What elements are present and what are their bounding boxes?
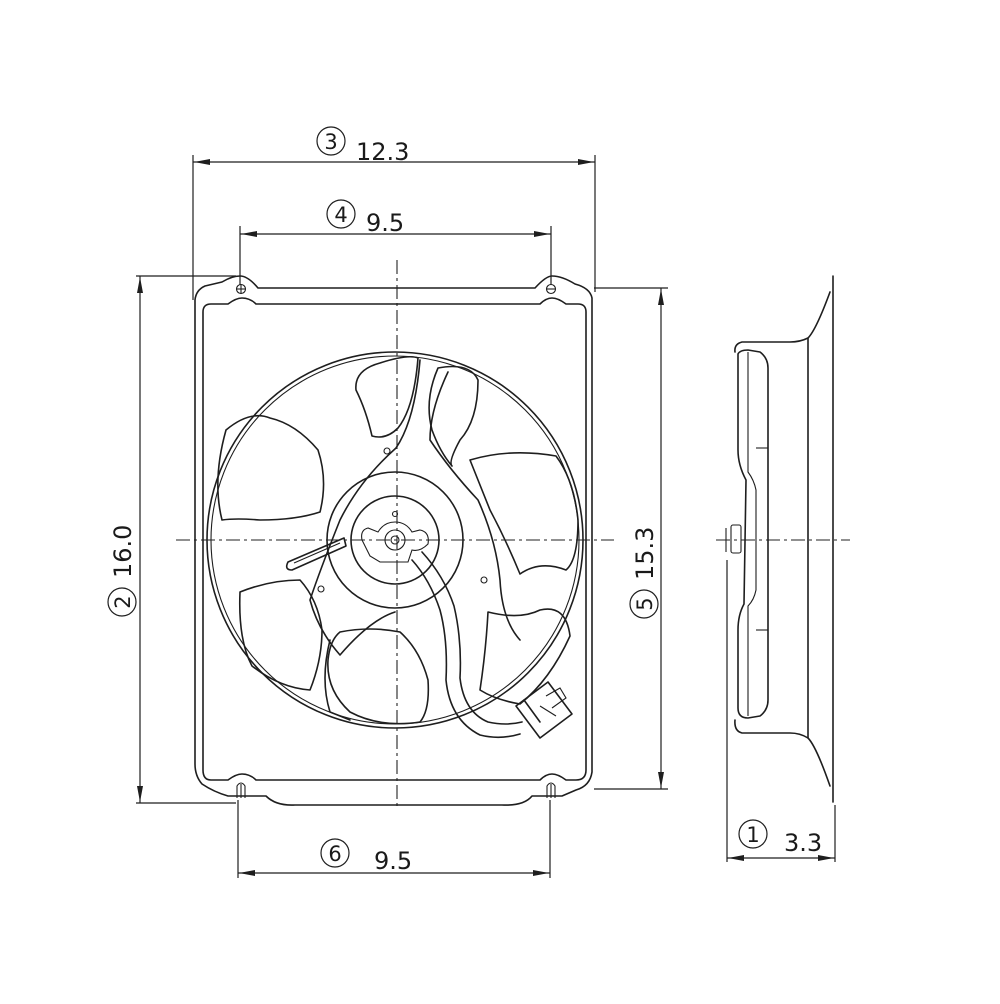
spider-screw-hole-top bbox=[383, 447, 391, 455]
fan-blades bbox=[217, 356, 579, 725]
dimension-label-3: 3 12.3 bbox=[316, 126, 409, 166]
wire-clip bbox=[285, 537, 347, 571]
spider-screw-hole-left bbox=[317, 585, 325, 593]
mounting-hole-top-right bbox=[545, 283, 557, 295]
dimension-3-number: 3 bbox=[324, 130, 337, 154]
dimension-label-6: 6 9.5 bbox=[320, 838, 412, 875]
dimension-4 bbox=[240, 231, 551, 237]
wire-harness bbox=[411, 559, 521, 739]
shroud-inner-frame bbox=[202, 297, 587, 781]
dimension-6 bbox=[238, 870, 550, 876]
motor-mount-spider bbox=[309, 359, 521, 721]
dimension-label-2: 2 16.0 bbox=[107, 525, 137, 617]
side-fan-blade-profile bbox=[737, 349, 769, 719]
dimension-label-1: 1 3.3 bbox=[738, 819, 822, 857]
side-shroud-profile bbox=[734, 291, 831, 787]
dimension-lines bbox=[136, 155, 836, 878]
dimension-2-number: 2 bbox=[111, 595, 135, 608]
dimension-3 bbox=[193, 159, 595, 165]
dimension-6-number: 6 bbox=[328, 842, 341, 866]
dimension-5-value: 15.3 bbox=[631, 527, 659, 580]
mounting-hole-bottom-left bbox=[236, 782, 246, 798]
mounting-hole-top-left bbox=[235, 283, 247, 295]
electrical-connector bbox=[515, 681, 573, 739]
dimension-label-4: 4 9.5 bbox=[326, 199, 404, 237]
dimension-2 bbox=[137, 276, 143, 803]
dimension-6-value: 9.5 bbox=[374, 847, 412, 875]
side-motor-shaft bbox=[730, 524, 742, 554]
dimension-4-value: 9.5 bbox=[366, 209, 404, 237]
dimension-label-5: 5 15.3 bbox=[629, 527, 659, 619]
dimension-1 bbox=[727, 855, 835, 861]
mounting-hole-bottom-right bbox=[546, 782, 556, 798]
dimension-1-number: 1 bbox=[746, 823, 759, 847]
front-view bbox=[176, 260, 614, 810]
dimension-1-value: 3.3 bbox=[784, 829, 822, 857]
spider-screw-hole-right bbox=[480, 576, 488, 584]
dimension-4-number: 4 bbox=[334, 203, 347, 227]
dimension-2-value: 16.0 bbox=[109, 525, 137, 578]
motor-hub-center bbox=[390, 535, 400, 545]
dimension-5 bbox=[658, 288, 664, 789]
dimension-3-value: 12.3 bbox=[356, 138, 409, 166]
dimension-5-number: 5 bbox=[633, 597, 657, 610]
side-view bbox=[716, 275, 850, 803]
motor-bracket bbox=[361, 521, 429, 563]
